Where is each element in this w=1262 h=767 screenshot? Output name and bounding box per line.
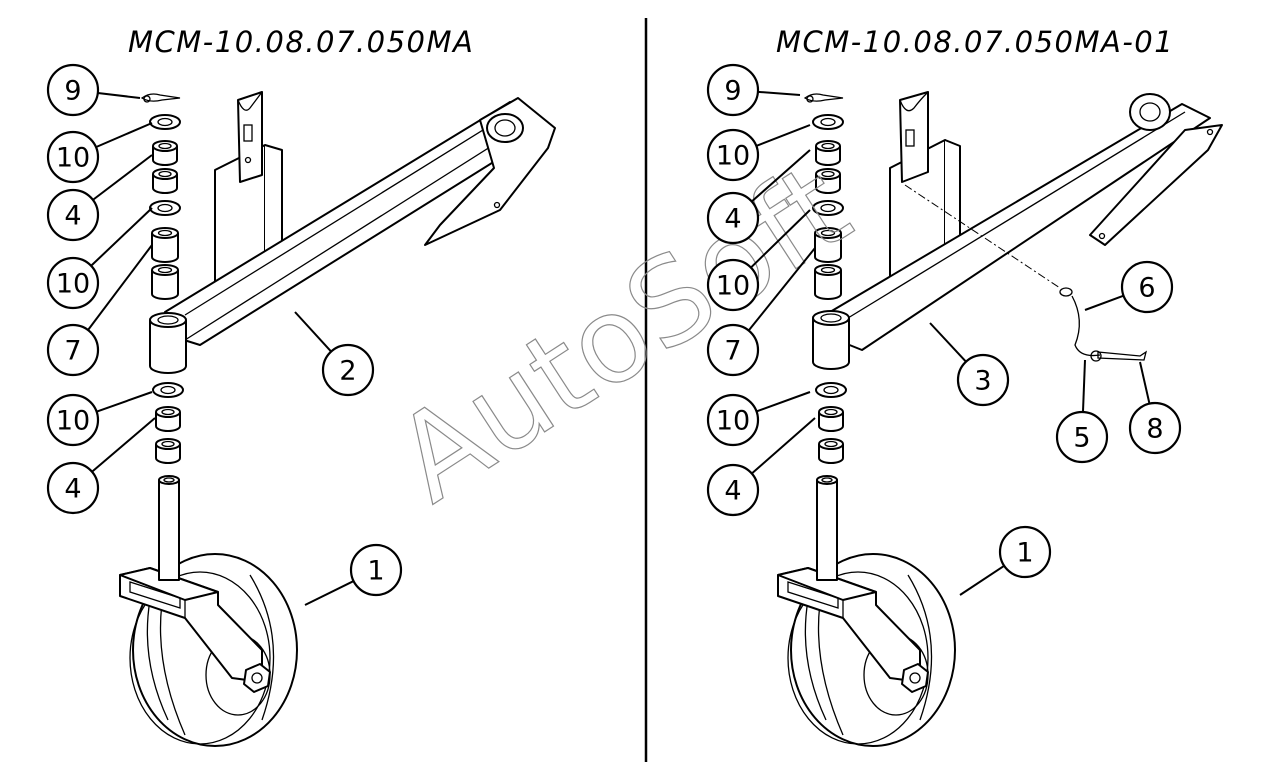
assembly-left [119,91,556,747]
callout-circle [706,323,760,377]
callout-4: 4 [706,149,811,245]
callout-circle [46,130,100,184]
callout-number: 2 [339,356,356,387]
leader-line [959,564,1005,596]
callout-10: 10 [46,122,153,184]
callout-8: 8 [1128,361,1182,455]
callout-7: 7 [46,244,153,377]
callout-number: 10 [716,271,750,302]
callout-circle [706,463,760,517]
callout-circle [706,128,760,182]
callout-2: 2 [294,311,375,397]
callout-number: 10 [716,406,750,437]
drawing-title-right: МСМ-10.08.07.050МА-01 [776,25,1174,59]
leader-line [90,207,153,267]
callout-circle [706,63,760,117]
callout-1: 1 [959,525,1052,596]
callout-number: 9 [724,76,741,107]
callout-circle [46,461,100,515]
callout-number: 1 [367,556,384,587]
watermark: AutoSoft [372,137,872,529]
leader-line [750,209,811,269]
callout-number: 4 [724,204,741,235]
callout-circle [46,256,100,310]
callout-number: 7 [724,336,741,367]
leader-line [92,154,153,201]
callout-number: 10 [56,269,90,300]
callout-circle [321,343,375,397]
callout-number: 9 [64,76,81,107]
leader-line [1139,361,1151,404]
leader-line [751,149,811,203]
callout-10: 10 [46,391,153,447]
callout-number: 10 [56,406,90,437]
callout-circle [706,191,760,245]
callout-number: 4 [724,476,741,507]
callout-circle [706,393,760,447]
callout-9: 9 [706,63,801,117]
callout-number: 6 [1138,273,1155,304]
callout-number: 4 [64,201,81,232]
callout-4: 4 [46,154,153,242]
callout-circle [46,393,100,447]
callout-circle [1120,260,1174,314]
leader-line [757,90,801,96]
assembly-right [777,91,1223,747]
leader-line [929,322,967,363]
callout-number: 5 [1073,423,1090,454]
leader-line [95,122,153,149]
callout-10: 10 [706,391,811,447]
callout-number: 10 [56,143,90,174]
callout-number: 4 [64,474,81,505]
leader-line [756,391,811,413]
callout-circle [349,543,403,597]
callout-circle [46,188,100,242]
callout-number: 7 [64,336,81,367]
callout-5: 5 [1055,359,1109,464]
callout-number: 3 [974,366,991,397]
callout-circle [998,525,1052,579]
leader-line [1081,359,1086,413]
callouts-right: 9 10 4 10 7 6 3 10 5 8 4 1 [706,63,1182,596]
callout-circle [1055,410,1109,464]
callout-7: 7 [706,247,816,377]
leader-line [747,247,816,332]
leader-line [91,417,156,473]
callout-4: 4 [46,417,156,515]
leader-line [87,244,153,331]
callout-6: 6 [1084,260,1174,314]
leader-line [294,311,332,353]
callout-circle [1128,401,1182,455]
leader-line [1084,294,1124,311]
drawing-title-left: МСМ-10.08.07.050МА [128,25,474,59]
callouts-left: 9 10 4 10 7 2 10 4 1 [46,63,403,606]
leader-line [304,580,355,606]
callout-4: 4 [706,417,816,517]
callout-circle [706,258,760,312]
callout-1: 1 [304,543,403,606]
callout-circle [956,353,1010,407]
leader-line [751,417,816,475]
callout-10: 10 [706,124,811,182]
leader-line [97,91,141,99]
leader-line [96,391,153,413]
callout-number: 8 [1146,414,1163,445]
callout-10: 10 [46,207,153,310]
callout-10: 10 [706,209,811,312]
leader-line [755,124,811,147]
callout-circle [46,323,100,377]
callout-circle [46,63,100,117]
callout-number: 10 [716,141,750,172]
callout-number: 1 [1016,538,1033,569]
callout-3: 3 [929,322,1010,407]
callout-9: 9 [46,63,141,117]
